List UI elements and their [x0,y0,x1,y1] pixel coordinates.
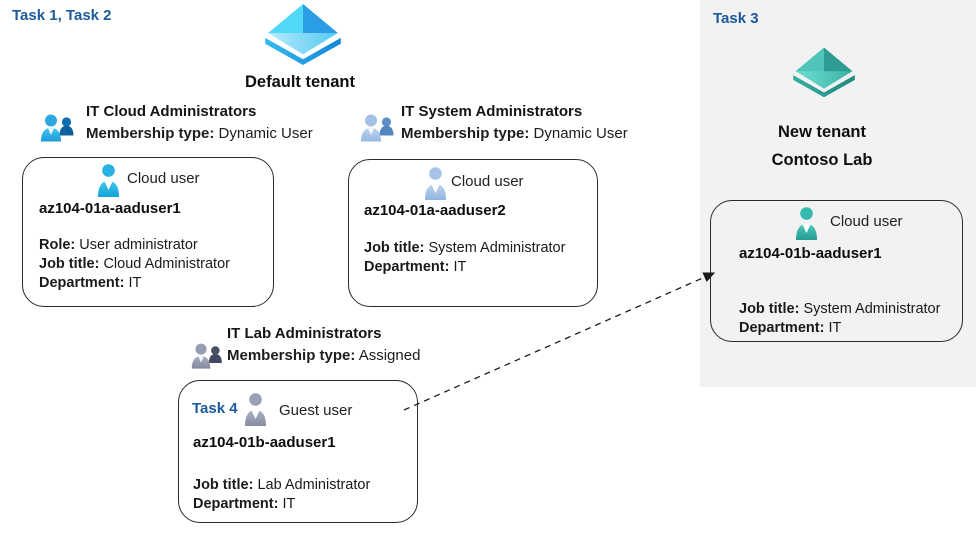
attr-label: Role: [39,237,76,253]
cloud-user-icon [98,164,119,197]
user-card-aaduser2: Cloud user az104-01a-aaduser2 Job title:… [348,159,598,307]
attr-value: System Administrator [428,240,566,256]
guest-user-icon [245,393,266,426]
cloud-user-icon [425,167,446,200]
task-4-label: Task 4 [192,400,238,417]
user-name: az104-01b-aaduser1 [193,434,336,451]
membership-value: Dynamic User [533,125,628,142]
membership-label: Membership type: [227,347,356,364]
user-type-label: Cloud user [451,173,524,190]
user-attributes: Job title: Lab Administrator Department:… [193,476,370,514]
attr-label: Job title: [193,477,254,493]
new-tenant-icon [793,47,855,98]
attr-label: Job title: [739,301,800,317]
attr-label: Job title: [39,256,100,272]
task-3-label: Task 3 [713,10,759,27]
attr-row: Department: IT [364,258,565,277]
membership-type: Membership type: Dynamic User [86,125,313,142]
user-attributes: Job title: System Administrator Departme… [364,239,565,277]
group-icon [361,114,394,142]
attr-row: Role: User administrator [39,236,230,255]
default-tenant-name: Default tenant [244,73,355,91]
attr-row: Job title: Lab Administrator [193,476,370,495]
group-name: IT System Administrators [401,103,583,120]
user-card-guest-aaduser1: Task 4 Guest user az104-01b-aaduser1 Job… [178,380,418,523]
user-name: az104-01a-aaduser1 [39,200,181,217]
membership-label: Membership type: [401,125,530,142]
group-icon [41,114,74,142]
new-tenant-name-line2: Contoso Lab [771,151,873,169]
membership-type: Membership type: Assigned [227,347,420,364]
default-tenant-icon [265,3,341,65]
attr-value: User administrator [79,237,198,253]
cloud-user-icon [796,207,817,240]
attr-row: Job title: System Administrator [364,239,565,258]
membership-value: Dynamic User [218,125,313,142]
attr-label: Job title: [364,240,425,256]
user-type-label: Cloud user [127,170,200,187]
attr-row: Job title: System Administrator [739,300,940,319]
attr-value: Cloud Administrator [103,256,230,272]
membership-type: Membership type: Dynamic User [401,125,628,142]
user-type-label: Guest user [279,402,353,419]
user-attributes: Role: User administrator Job title: Clou… [39,236,230,293]
membership-value: Assigned [358,347,421,364]
new-tenant-name-line1: New tenant [777,123,866,141]
group-icon [191,343,222,369]
attr-value: IT [282,496,296,512]
user-name: az104-01b-aaduser1 [739,245,882,262]
user-card-new-tenant-aaduser1: Cloud user az104-01b-aaduser1 Job title:… [710,200,963,342]
attr-label: Department: [193,496,279,512]
group-it-system-administrators: IT System Administrators Membership type… [358,103,628,142]
attr-row: Department: IT [739,319,940,338]
user-type-label: Cloud user [830,213,903,230]
attr-value: IT [453,259,467,275]
group-name: IT Cloud Administrators [86,103,257,120]
membership-label: Membership type: [86,125,215,142]
attr-value: IT [828,320,842,336]
group-it-cloud-administrators: IT Cloud Administrators Membership type:… [38,103,313,142]
user-card-aaduser1: Cloud user az104-01a-aaduser1 Role: User… [22,157,274,307]
new-tenant-panel: Task 3 New tenant Contoso Lab [700,0,976,387]
group-name: IT Lab Administrators [227,325,382,342]
attr-label: Department: [739,320,825,336]
user-attributes: Job title: System Administrator Departme… [739,300,940,338]
attr-row: Department: IT [39,274,230,293]
group-it-lab-administrators: IT Lab Administrators Membership type: A… [189,325,420,369]
task-1-2-label: Task 1, Task 2 [12,7,112,24]
user-name: az104-01a-aaduser2 [364,202,506,219]
attr-row: Department: IT [193,495,370,514]
attr-label: Department: [364,259,450,275]
attr-label: Department: [39,275,125,291]
attr-value: IT [128,275,142,291]
attr-row: Job title: Cloud Administrator [39,255,230,274]
attr-value: System Administrator [803,301,941,317]
attr-value: Lab Administrator [257,477,371,493]
